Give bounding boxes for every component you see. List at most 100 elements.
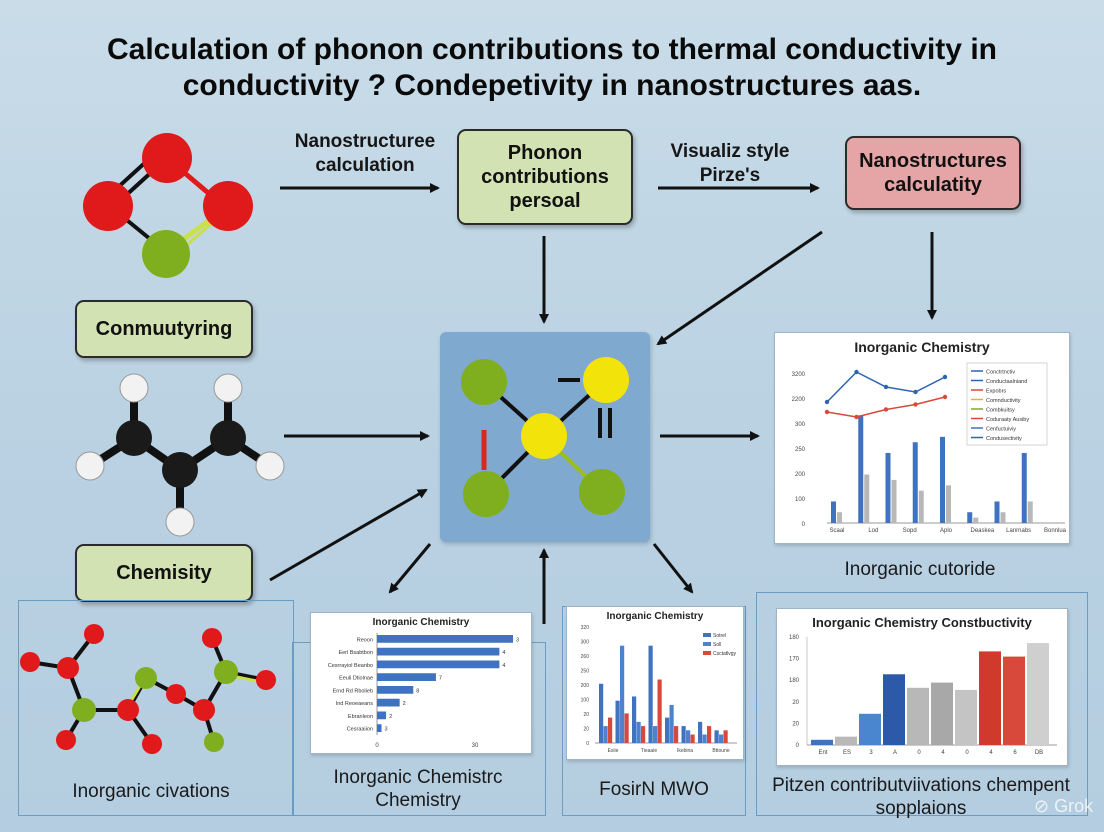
caption-pitzen-line2: sopplaions [875,798,967,819]
y-tick-label: 180 [789,635,800,641]
phonon-box-line1: Phonon [507,142,583,164]
legend-label: Expobrs [986,389,1006,395]
y-tick-label: 200 [581,683,590,689]
bar [1027,501,1033,523]
bar [723,730,728,743]
y-tick-label: 0 [586,741,589,747]
atom-yellow [583,357,629,403]
y-tick-label: 3200 [792,372,806,378]
bar [377,647,500,656]
y-tick-label: 170 [789,657,800,663]
y-tick-label: 260 [581,654,590,660]
molecule-ethylene-image [75,373,285,537]
bar [707,726,712,743]
atom-green [142,230,190,278]
legend-label: Sotrel [713,633,726,639]
y-tick-label: 300 [581,640,590,646]
nanostructures-box[interactable]: Nanostructures calculatity [845,136,1021,210]
center-crystal-panel [440,332,650,542]
bar [632,696,637,743]
bar [1000,512,1006,523]
x-tick-label: 3 [869,750,873,756]
legend-swatch [703,633,711,637]
flow-label-nanostructure-line1: Nanostructuree [294,131,436,152]
frame-bottom-right [756,592,1088,816]
arrow-center-to-hbar [388,543,432,594]
caption-pitzen-line1: Pitzen contributviivations chempent [772,775,1070,796]
legend-label: Soll [713,642,721,648]
bar [883,674,905,745]
bar [918,490,924,523]
atom-red [256,670,276,690]
atom-white [213,373,243,403]
bar [1027,643,1049,745]
x-tick-label: Aplo [940,528,953,534]
y-tick-label: 100 [795,497,806,503]
flow-label-visualiz-line2: Pirze's [699,165,761,186]
phonon-box[interactable]: Phonon contributions persoal [457,129,633,225]
y-tick-label: 100 [581,698,590,704]
bar [636,721,641,743]
watermark-grok: ⊘ Grok [1034,796,1093,817]
x-tick-label: 30 [472,743,479,749]
x-tick-label: A [893,750,897,756]
atom-white [165,507,195,537]
arrow-nano-to-center [656,230,823,346]
category-label: Cesrrayiol Beanbo [328,663,373,669]
data-point [883,384,889,390]
x-tick-label: Bttoune [712,748,729,754]
category-label: Ebranleon [348,714,373,720]
x-tick-label: Deaskea [970,528,994,534]
chemisity-box[interactable]: Chemisity [75,544,253,602]
data-point [913,402,918,407]
atom-red [117,699,139,721]
x-tick-label: DB [1035,750,1043,756]
bar [653,726,658,743]
bar [973,517,979,523]
value-label: 2 [389,714,392,720]
atom-white [75,451,105,481]
value-label: 4 [502,663,505,669]
x-tick-label: 4 [989,750,993,756]
bar [931,682,953,745]
center-molecule-image [461,357,629,517]
bar [377,724,382,732]
y-tick-label: 300 [795,422,806,428]
conmuutyring-box[interactable]: Conmuutyring [75,300,253,358]
bar [912,442,918,523]
bar [885,453,891,523]
frame-bottom-left [18,600,294,816]
atom-red [83,181,133,231]
atom-green [461,359,507,405]
bar [811,739,833,745]
x-tick-label: Ent [818,750,827,756]
x-tick-label: Scaal [829,528,844,534]
atom-red [202,628,222,648]
atom-green [204,732,224,752]
legend-label: Combkuitsy [986,408,1015,414]
data-point [854,414,859,420]
caption-fosirn: FosirN MWO [599,779,709,800]
x-tick-label: Bonnlua [1044,528,1067,534]
caption-inorganic-cutoride: Inorganic cutoride [844,559,996,580]
nanostructures-box-line1: Nanostructures [859,150,1007,172]
atom-red [57,657,79,679]
data-point [913,389,918,395]
flow-label-nanostructure-line2: calculation [315,155,415,176]
chemisity-label: Chemisity [116,562,212,584]
x-tick-label: Sopd [903,528,917,534]
bar [608,717,613,743]
y-tick-label: 2200 [792,397,806,403]
data-point [942,374,948,380]
chart-top-right-title: Inorganic Chemistry [854,339,990,355]
x-tick-label: Exiie [608,748,619,754]
caption-inorganic-civations: Inorganic civations [72,781,230,802]
y-tick-label: 20 [792,721,799,727]
atom-red [203,181,253,231]
nanostructures-box-line2: calculatity [884,174,982,196]
chart-vbar-plot: 02020100200250260300320SotrelSollCsctatl… [581,625,737,754]
caption-inorganic-chemistrc: Inorganic Chemistrc Chemistry [300,766,536,812]
arrow-center-to-bar [652,543,694,594]
